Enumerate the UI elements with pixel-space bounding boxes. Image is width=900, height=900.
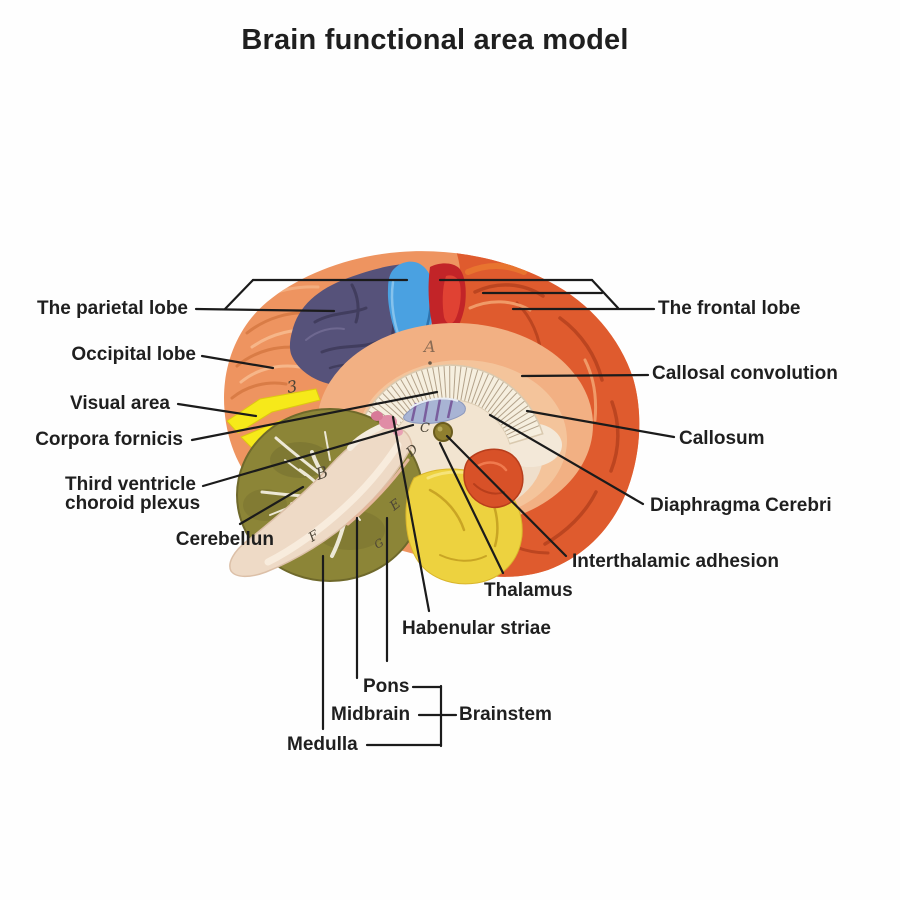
label-third-ventricle: Third ventricle choroid plexus (65, 475, 200, 513)
label-third-ventricle-line1: Third ventricle (65, 474, 196, 495)
label-midbrain: Midbrain (331, 704, 411, 725)
midbrain-region (463, 448, 524, 509)
model-letter-b: B (312, 462, 330, 484)
label-corpora-fornicis: Corpora fornicis (35, 429, 183, 450)
label-brainstem: Brainstem (459, 704, 552, 725)
label-visual-area: Visual area (69, 393, 170, 414)
label-parietal-lobe: The parietal lobe (37, 298, 188, 319)
label-third-ventricle-line2: choroid plexus (65, 493, 201, 514)
brainstem-region (229, 426, 413, 578)
label-callosum: Callosum (679, 428, 765, 449)
label-callosal-convolution: Callosal convolution (652, 363, 838, 384)
label-pons: Pons (363, 676, 410, 697)
label-diaphragma-cerebri: Diaphragma Cerebri (650, 495, 832, 516)
septum-region (403, 397, 466, 424)
model-letter-3: 3 (285, 376, 298, 396)
label-cerebellum: Cerebellun (175, 529, 274, 550)
model-letter-a: A (422, 337, 436, 356)
label-medulla: Medulla (287, 734, 358, 755)
label-frontal-lobe: The frontal lobe (658, 298, 801, 319)
page-title: Brain functional area model (241, 24, 629, 56)
label-thalamus: Thalamus (484, 580, 573, 601)
leader-lines (176, 278, 676, 748)
model-letter-c: C (420, 421, 430, 436)
label-habenular-striae: Habenular striae (402, 618, 551, 639)
label-interthalamic-adhesion: Interthalamic adhesion (572, 551, 779, 572)
label-occipital-lobe: Occipital lobe (71, 344, 196, 365)
